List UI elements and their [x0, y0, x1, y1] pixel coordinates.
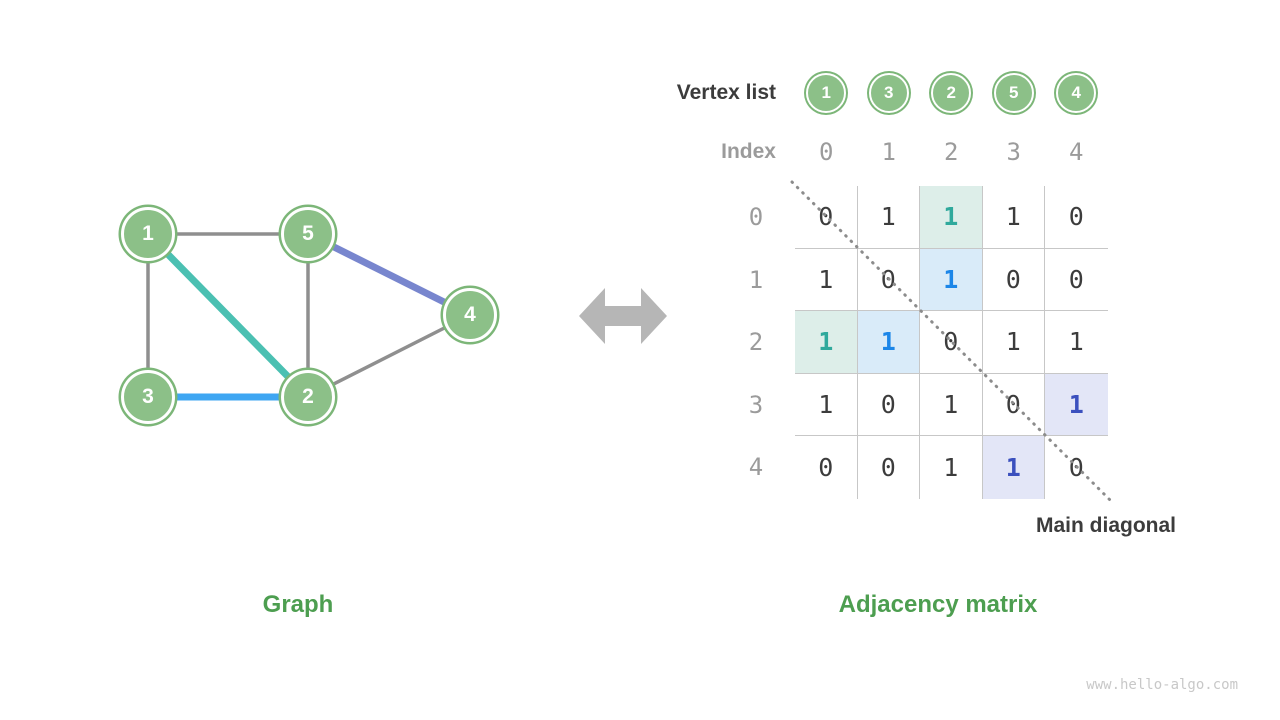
matrix-cell-r1-c2: 1 — [920, 248, 983, 311]
matrix-row-label-0: 0 — [748, 203, 764, 232]
matrix-cell-r3-c4: 1 — [1045, 373, 1108, 436]
double-arrow-icon — [579, 288, 667, 344]
matrix-cell-r2-c2: 0 — [920, 311, 983, 374]
index-col-label-0: 0 — [819, 138, 834, 166]
vertex-list-circle-2: 2 — [931, 73, 972, 113]
index-col-label-1: 1 — [881, 138, 896, 166]
matrix-cell-r4-c3: 1 — [982, 436, 1045, 499]
matrix-cell-r1-c0: 1 — [795, 248, 858, 311]
matrix-cell-r4-c4: 0 — [1068, 452, 1084, 482]
graph-node-3: 3 — [121, 370, 175, 424]
main-diagonal-label: Main diagonal — [1035, 514, 1177, 537]
matrix-cell-r0-c4: 0 — [1045, 186, 1108, 249]
matrix-cell-r3-c0: 1 — [795, 373, 858, 436]
matrix-row-label-2: 2 — [748, 328, 764, 357]
index-col-label-2: 2 — [944, 138, 959, 166]
matrix-cell-r3-c3: 0 — [982, 373, 1045, 436]
matrix-row-label-1: 1 — [748, 265, 764, 294]
vertex-list-circle-3: 3 — [868, 73, 909, 113]
graph-node-2: 2 — [281, 370, 335, 424]
matrix-cell-r2-c3: 1 — [982, 311, 1045, 374]
index-label: Index — [721, 140, 776, 163]
graph-edge-1-2 — [145, 231, 311, 400]
matrix-cell-r0-c2: 1 — [920, 186, 983, 249]
graph-node-4: 4 — [443, 288, 497, 342]
matrix-cell-r4-c1: 0 — [858, 436, 920, 499]
matrix-cell-r0-c1: 1 — [857, 186, 920, 249]
matrix-cell-r2-c4: 1 — [1045, 311, 1108, 374]
matrix-row-label-4: 4 — [748, 453, 764, 482]
matrix-cell-r4-c2: 1 — [920, 436, 983, 499]
graph-node-1: 1 — [121, 207, 175, 261]
matrix-cell-r3-c2: 1 — [920, 373, 983, 436]
matrix-cell-r0-c3: 1 — [982, 186, 1045, 249]
vertex-list-circle-5: 5 — [993, 73, 1034, 113]
matrix-cell-r1-c4: 0 — [1045, 249, 1108, 311]
vertex-list-circle-4: 4 — [1056, 73, 1097, 113]
watermark-url: www.hello-algo.com — [1086, 677, 1238, 693]
adjacency-matrix-title: Adjacency matrix — [838, 591, 1038, 618]
matrix-cell-r2-c1: 1 — [857, 311, 920, 374]
index-col-label-3: 3 — [1006, 138, 1021, 166]
index-col-label-4: 4 — [1069, 138, 1084, 166]
matrix-cell-r2-c0: 1 — [795, 311, 858, 374]
matrix-cell-r0-c0: 0 — [795, 186, 858, 249]
vertex-list-label: Vertex list — [676, 81, 776, 104]
matrix-cell-r3-c1: 0 — [857, 373, 920, 436]
matrix-cell-r4-c0: 0 — [795, 436, 858, 499]
vertex-list-circle-1: 1 — [806, 73, 847, 113]
graph-title: Graph — [262, 591, 334, 618]
matrix-cell-r1-c1: 0 — [857, 248, 920, 311]
matrix-cell-r1-c3: 0 — [982, 248, 1045, 311]
matrix-row-label-3: 3 — [748, 390, 764, 419]
graph-node-5: 5 — [281, 207, 335, 261]
